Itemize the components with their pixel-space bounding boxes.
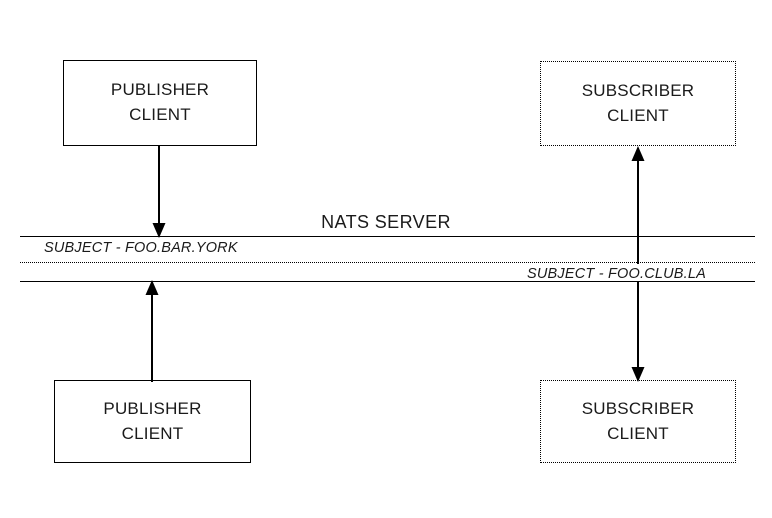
publisher-client-top-node: PUBLISHER CLIENT (63, 60, 257, 146)
server-band-channel-divider (20, 262, 755, 263)
publisher-client-bottom-node: PUBLISHER CLIENT (54, 380, 251, 463)
server-band-top-rule (20, 236, 755, 237)
connector-server-to-subscriber-bottom (618, 281, 658, 382)
subscriber-client-top-node: SUBSCRIBER CLIENT (540, 61, 736, 146)
node-label-line1: PUBLISHER (110, 80, 210, 100)
subject-label-foo-bar-york: SUBJECT - FOO.BAR.YORK (44, 240, 238, 256)
nats-server-title: NATS SERVER (321, 212, 451, 232)
node-label-line2: CLIENT (607, 105, 669, 125)
connector-server-to-subscriber-top (618, 146, 658, 264)
node-label-line1: SUBSCRIBER (581, 398, 695, 418)
connector-publisher-bottom-to-server (132, 280, 172, 382)
server-band-bottom-rule (20, 281, 755, 282)
connector-publisher-top-to-server (139, 146, 179, 238)
subscriber-client-bottom-node: SUBSCRIBER CLIENT (540, 380, 736, 463)
node-label-line2: CLIENT (121, 423, 184, 443)
node-label-line2: CLIENT (607, 423, 669, 443)
node-label-line1: PUBLISHER (103, 398, 202, 418)
node-label-line1: SUBSCRIBER (581, 80, 695, 100)
node-label-line2: CLIENT (129, 105, 191, 124)
subject-label-foo-club-la: SUBJECT - FOO.CLUB.LA (527, 266, 707, 282)
